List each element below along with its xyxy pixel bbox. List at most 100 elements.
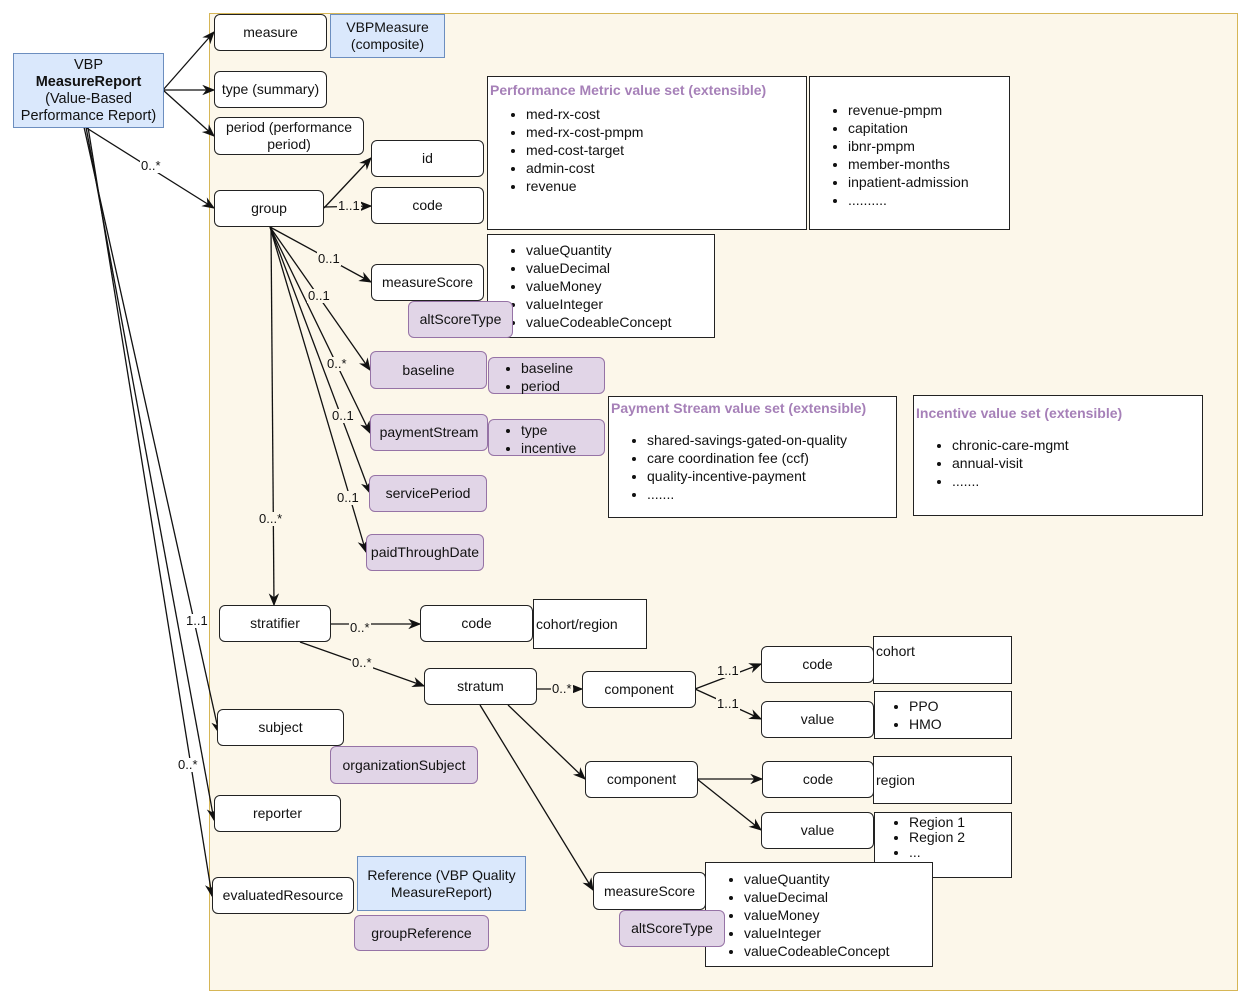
payment-items: typeincentive <box>488 419 605 456</box>
list-item: ... <box>909 845 1009 860</box>
edge-label: 0..* <box>140 158 162 173</box>
groupreference-node[interactable]: groupReference <box>354 915 489 951</box>
list-item: med-cost-target <box>526 141 800 159</box>
list-item: valueInteger <box>744 924 926 942</box>
vbpmeasure-node[interactable]: VBPMeasure (composite) <box>330 14 445 58</box>
list-item: valueDecimal <box>526 259 708 277</box>
edge <box>83 126 222 735</box>
paidthroughdate-node[interactable]: paidThroughDate <box>366 534 484 571</box>
list-item: ....... <box>952 472 1196 490</box>
edge <box>696 778 763 831</box>
baseline-node[interactable]: baseline <box>370 351 487 389</box>
measure-node[interactable]: measure <box>214 14 327 51</box>
list-item: ibnr-pmpm <box>848 137 1003 155</box>
list-item: revenue-pmpm <box>848 101 1003 119</box>
reference-node[interactable]: Reference (VBP Quality MeasureReport) <box>357 856 526 911</box>
measurereport-label: MeasureReport <box>35 73 142 90</box>
incentive-title: Incentive value set (extensible) <box>916 405 1123 421</box>
performance-metric-valueset-cont: revenue-pmpmcapitationibnr-pmpmmember-mo… <box>809 76 1010 230</box>
edge-label: 1..1 <box>185 613 209 628</box>
payment-stream-title: Payment Stream value set (extensible) <box>611 400 867 416</box>
edge <box>162 89 215 137</box>
altscoretype-node-2[interactable]: altScoreType <box>619 910 725 947</box>
edge <box>269 226 371 435</box>
list-item: valueMoney <box>744 906 926 924</box>
stratum-node[interactable]: stratum <box>424 668 537 705</box>
serviceperiod-node[interactable]: servicePeriod <box>369 475 487 512</box>
component1-code-node[interactable]: code <box>761 646 874 683</box>
component1-value-node[interactable]: value <box>761 701 874 738</box>
list-item: Region 1 <box>909 815 1009 830</box>
edge <box>268 226 280 607</box>
list-item: care coordination fee (ccf) <box>647 449 890 467</box>
list-item: PPO <box>909 697 1009 715</box>
list-item: .......... <box>848 191 1003 209</box>
paymentstream-node[interactable]: paymentStream <box>370 414 488 451</box>
stratifier-node[interactable]: stratifier <box>219 605 331 642</box>
subject-node[interactable]: subject <box>217 709 344 746</box>
stratifier-code-node[interactable]: code <box>420 605 533 642</box>
vbp-measurereport-node[interactable]: VBP MeasureReport (Value-Based Performan… <box>13 53 164 128</box>
edge-label: 0..* <box>326 356 348 371</box>
reporter-node[interactable]: reporter <box>214 795 341 832</box>
edge-label: 0..* <box>349 620 371 635</box>
payment-stream-valueset: Payment Stream value set (extensible) sh… <box>608 396 897 518</box>
list-item: period <box>521 377 604 395</box>
edge-label: 1..1 <box>716 696 740 711</box>
vbp-label: VBP <box>73 56 103 73</box>
edge <box>323 157 372 209</box>
plan-box: PPOHMO <box>874 691 1012 739</box>
measurescore-node-2[interactable]: measureScore <box>593 872 706 910</box>
group-node[interactable]: group <box>214 190 324 227</box>
component2-code-node[interactable]: code <box>762 761 874 798</box>
baseline-items: baselineperiod <box>488 357 605 394</box>
list-item: valueCodeableConcept <box>526 313 708 331</box>
list-item: incentive <box>521 439 604 457</box>
edge-label: 0..* <box>177 757 199 772</box>
list-item: quality-incentive-payment <box>647 467 890 485</box>
type-node[interactable]: type (summary) <box>214 71 327 108</box>
edge <box>87 126 216 898</box>
list-item: valueQuantity <box>744 870 926 888</box>
region-box: region <box>873 756 1012 804</box>
vbp-subtitle: (Value-Based Performance Report) <box>20 90 157 124</box>
edge-label: 0..* <box>351 655 373 670</box>
component2-value-node[interactable]: value <box>761 812 874 849</box>
list-item: inpatient-admission <box>848 173 1003 191</box>
component-node-2[interactable]: component <box>585 761 698 798</box>
value-types-box: valueQuantityvalueDecimalvalueMoneyvalue… <box>487 234 715 338</box>
incentive-valueset: Incentive value set (extensible) chronic… <box>913 395 1203 516</box>
cohort-box: cohort <box>873 636 1012 684</box>
edge-label: 0..1 <box>317 251 341 266</box>
evaluatedresource-node[interactable]: evaluatedResource <box>212 877 354 914</box>
list-item: capitation <box>848 119 1003 137</box>
cohort-region-box: cohort/region <box>533 599 647 649</box>
measurescore-node[interactable]: measureScore <box>371 264 484 301</box>
list-item: revenue <box>526 177 800 195</box>
edge-label: 0..1 <box>307 288 331 303</box>
period-node[interactable]: period (performance period) <box>214 117 364 155</box>
list-item: baseline <box>521 359 604 377</box>
altscoretype-node[interactable]: altScoreType <box>408 301 513 338</box>
edge-label: 0..* <box>551 681 573 696</box>
list-item: med-rx-cost <box>526 105 800 123</box>
list-item: med-rx-cost-pmpm <box>526 123 800 141</box>
edge-label: 1..1 <box>337 198 361 213</box>
list-item: type <box>521 421 604 439</box>
list-item: ....... <box>647 485 890 503</box>
list-item: valueDecimal <box>744 888 926 906</box>
organizationsubject-node[interactable]: organizationSubject <box>330 746 478 784</box>
list-item: HMO <box>909 715 1009 733</box>
list-item: valueCodeableConcept <box>744 942 926 960</box>
code-node[interactable]: code <box>371 187 484 224</box>
id-node[interactable]: id <box>371 140 484 177</box>
list-item: annual-visit <box>952 454 1196 472</box>
list-item: chronic-care-mgmt <box>952 436 1196 454</box>
edge <box>479 704 594 892</box>
edge <box>269 226 371 495</box>
edge <box>162 31 215 91</box>
performance-metric-title: Performance Metric value set (extensible… <box>490 82 767 98</box>
component-node-1[interactable]: component <box>582 671 696 708</box>
list-item: Region 2 <box>909 830 1009 845</box>
list-item: member-months <box>848 155 1003 173</box>
